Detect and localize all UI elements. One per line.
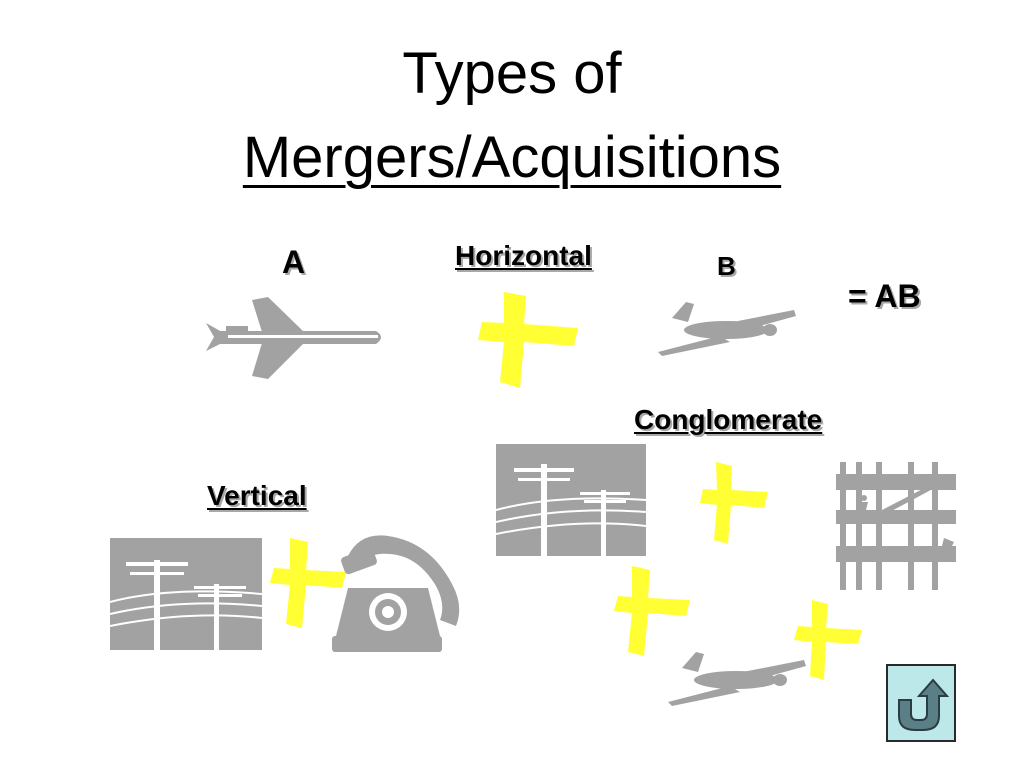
- return-button[interactable]: [886, 664, 956, 742]
- plus-sign-icon: [478, 292, 578, 388]
- plus-sign-icon: [270, 538, 346, 628]
- rotary-telephone-icon: [332, 535, 460, 652]
- propeller-plane-icon: [668, 652, 806, 706]
- plus-sign-icon: [614, 566, 690, 656]
- plus-sign-icon: [794, 600, 862, 680]
- label-result-ab: = AB: [848, 278, 921, 314]
- slide-title-line-1: Types of: [402, 41, 622, 106]
- slide-title-line-2: Mergers/Acquisitions: [0, 126, 1024, 190]
- plus-sign-icon: [700, 462, 768, 544]
- label-company-a: A: [282, 244, 306, 280]
- jet-airplane-icon: [206, 297, 381, 379]
- label-company-b: B: [717, 251, 736, 281]
- slide-title-underlined: Mergers/Acquisitions: [242, 125, 782, 190]
- label-conglomerate: Conglomerate: [634, 404, 823, 435]
- telephone-poles-icon: [496, 444, 646, 556]
- u-turn-arrow-icon: [898, 678, 950, 731]
- building-construction-icon: [836, 462, 956, 590]
- propeller-plane-icon: [658, 302, 796, 356]
- telephone-poles-icon: [110, 538, 262, 650]
- label-horizontal: Horizontal: [455, 240, 592, 271]
- label-vertical: Vertical: [207, 480, 307, 511]
